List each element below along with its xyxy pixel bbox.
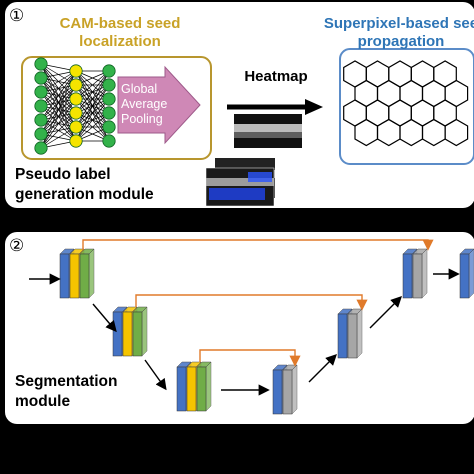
- network-edge: [75, 84, 110, 142]
- decoder-block-2-1-side: [356, 308, 363, 359]
- encoder-block-2-1: [122, 311, 133, 357]
- network-edge: [75, 70, 110, 100]
- skip-connection-2: [135, 294, 368, 311]
- network-node: [69, 92, 83, 106]
- network-node: [102, 106, 116, 120]
- decoder-block-3-1-side: [291, 364, 298, 415]
- network-node: [69, 78, 83, 92]
- network-edge: [40, 112, 77, 149]
- step-number-2: ②: [9, 236, 25, 256]
- up-arrow-2: [369, 296, 402, 329]
- network-node: [69, 106, 83, 120]
- network-edge: [75, 112, 110, 142]
- down-arrow-2: [144, 359, 167, 391]
- gap-arrow: [117, 65, 201, 145]
- step-number-1: ①: [9, 6, 25, 26]
- network-edge: [40, 98, 77, 149]
- heatmap-arrow-head: [305, 99, 323, 115]
- superpixel-box: [339, 48, 474, 165]
- network-edge: [75, 98, 110, 142]
- decoder-block-3-1: [282, 369, 293, 415]
- encoder-block-3-0: [176, 366, 187, 412]
- heatmap-label: Heatmap: [244, 68, 308, 85]
- encoder-block-1-2: [79, 253, 90, 299]
- gap-label: Global Average Pooling: [121, 82, 168, 126]
- decoder-block-2-0: [337, 313, 348, 359]
- segmentation-module-title: Segmentation module: [15, 373, 118, 410]
- cam-box: [21, 56, 212, 160]
- superpixel-title: Superpixel-based see propagation: [323, 15, 474, 50]
- superpixel-grid: [343, 60, 469, 147]
- network-node: [34, 127, 48, 141]
- network-node: [102, 92, 116, 106]
- decoder-block-1-1-side: [421, 248, 428, 299]
- down-arrow-1: [92, 303, 117, 333]
- network-node: [102, 134, 116, 148]
- network-node: [69, 134, 83, 148]
- network-edge: [40, 126, 77, 149]
- skip-connection-3: [199, 349, 301, 367]
- network-node: [34, 141, 48, 155]
- network-node: [34, 57, 48, 71]
- network-nodes: [34, 57, 116, 155]
- encoder-block-1-1: [69, 253, 80, 299]
- oct-images: [205, 114, 302, 207]
- pseudo-label-panel: ① CAM-based seed localization: [5, 2, 474, 208]
- encoder-block-2-2: [132, 311, 143, 357]
- network-node: [102, 78, 116, 92]
- unet-diagram: [29, 239, 474, 415]
- decoder-block-3-0: [272, 369, 283, 415]
- network-edge: [75, 70, 110, 114]
- network-edge: [75, 70, 110, 128]
- superpixel-cell: [399, 118, 424, 147]
- superpixel-cell: [444, 118, 469, 147]
- cam-title: CAM-based seed localization: [59, 15, 181, 50]
- skip-connection-1: [82, 239, 434, 251]
- network-edge: [40, 70, 77, 107]
- pseudo-label-module-title: Pseudo label generation module: [15, 166, 154, 203]
- superpixel-cell: [421, 118, 446, 147]
- network-node: [69, 64, 83, 78]
- network-edge: [40, 84, 77, 149]
- decoder-block-1-0: [402, 253, 413, 299]
- network-node: [34, 99, 48, 113]
- superpixel-cell: [354, 118, 379, 147]
- network-edge: [40, 70, 77, 135]
- network-node: [34, 85, 48, 99]
- network-edge: [40, 70, 77, 93]
- network-node: [69, 120, 83, 134]
- encoder-block-1-0: [59, 253, 70, 299]
- decoder-block-1-1: [412, 253, 423, 299]
- network-node: [102, 120, 116, 134]
- network-edge: [40, 70, 77, 121]
- encoder-block-1-2-side: [88, 248, 95, 299]
- encoder-block-3-2-side: [205, 361, 212, 412]
- decoder-block-2-1: [347, 313, 358, 359]
- superpixel-cell: [376, 118, 401, 147]
- output-block-side: [468, 248, 474, 299]
- encoder-block-2-0: [112, 311, 123, 357]
- segmentation-panel: ② Segmentation module: [5, 232, 474, 424]
- network-node: [34, 71, 48, 85]
- network-node: [34, 113, 48, 127]
- panel1-graphics: [21, 48, 474, 207]
- output-block: [459, 253, 470, 299]
- up-arrow-1: [308, 354, 337, 383]
- encoder-block-3-1: [186, 366, 197, 412]
- encoder-block-3-2: [196, 366, 207, 412]
- encoder-block-2-2-side: [141, 306, 148, 357]
- network-node: [102, 64, 116, 78]
